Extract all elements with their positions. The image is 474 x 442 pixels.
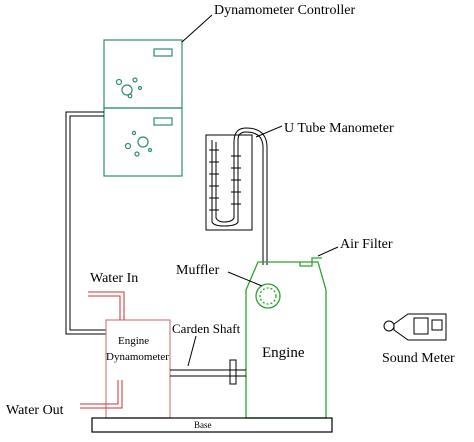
dynamometer-controller — [103, 39, 183, 177]
label-sound-meter: Sound Meter — [382, 351, 455, 366]
label-base: Base — [194, 420, 212, 430]
label-water-in: Water In — [90, 271, 139, 286]
sound-meter-display — [413, 317, 429, 335]
u-tube-manometer — [205, 127, 268, 265]
air-filter-pipe — [299, 257, 322, 267]
sound-meter-body — [393, 313, 447, 341]
label-engine-dynamometer-line2: Dynamometer — [106, 351, 169, 363]
manometer-board — [205, 134, 253, 231]
manometer-tube — [237, 131, 264, 265]
carden-shaft — [170, 359, 246, 385]
label-carden-shaft: Carden Shaft — [172, 321, 241, 336]
water-pipes — [80, 291, 125, 409]
sound-meter-mic — [383, 320, 395, 332]
label-u-tube-manometer: U Tube Manometer — [284, 121, 394, 136]
engine — [245, 257, 327, 419]
controller-leader-line — [181, 14, 213, 43]
controller-upper-panel — [103, 39, 183, 109]
shaft-coupling — [229, 359, 237, 385]
label-engine-dynamometer-line1: Engine — [118, 335, 150, 347]
manometer-leader-line — [255, 125, 283, 138]
water-in-pipe — [88, 291, 125, 320]
controller-lower-panel — [103, 107, 183, 177]
label-water-out: Water Out — [6, 403, 64, 418]
carden-shaft-leader-line — [187, 335, 197, 367]
water-out-pipe — [80, 380, 119, 405]
sound-meter — [383, 313, 447, 341]
muffler-ring — [255, 283, 281, 309]
muffler-leader-line — [227, 271, 263, 287]
label-engine: Engine — [262, 345, 305, 361]
controller-display-lower — [153, 117, 173, 126]
controller-cable — [65, 111, 106, 335]
air-filter-leader-line — [317, 246, 339, 257]
base-plate — [91, 417, 333, 433]
label-air-filter: Air Filter — [340, 237, 393, 252]
controller-display-upper — [153, 48, 173, 57]
label-dynamometer-controller: Dynamometer Controller — [214, 3, 356, 18]
label-muffler: Muffler — [176, 263, 220, 278]
engine-body — [245, 261, 327, 419]
